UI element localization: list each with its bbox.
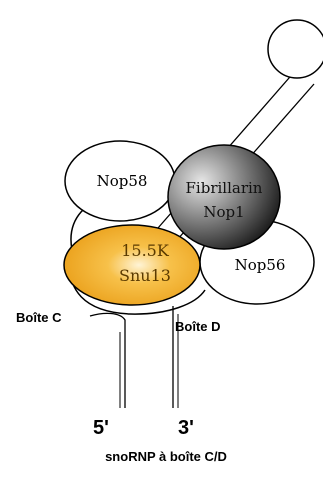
- nop56-label: Nop56: [235, 256, 286, 274]
- snu13-label-line1: 15.5K: [121, 241, 170, 260]
- snu13-label-line2: Snu13: [119, 266, 171, 285]
- box-d-label: Boîte D: [175, 319, 221, 334]
- five-prime-label: 5': [93, 417, 109, 439]
- snu13-protein: [63, 224, 201, 306]
- box-c-strand: [89, 312, 126, 408]
- nop58-label: Nop58: [97, 172, 148, 190]
- fibrillarin-label-line2: Nop1: [203, 203, 244, 221]
- rna-loop: [267, 19, 323, 79]
- fibrillarin-protein: [167, 144, 281, 250]
- fibrillarin-label-line1: Fibrillarin: [186, 179, 263, 197]
- box-c-label: Boîte C: [16, 310, 62, 325]
- diagram-caption: snoRNP à boîte C/D: [105, 449, 227, 464]
- three-prime-label: 3': [178, 417, 194, 439]
